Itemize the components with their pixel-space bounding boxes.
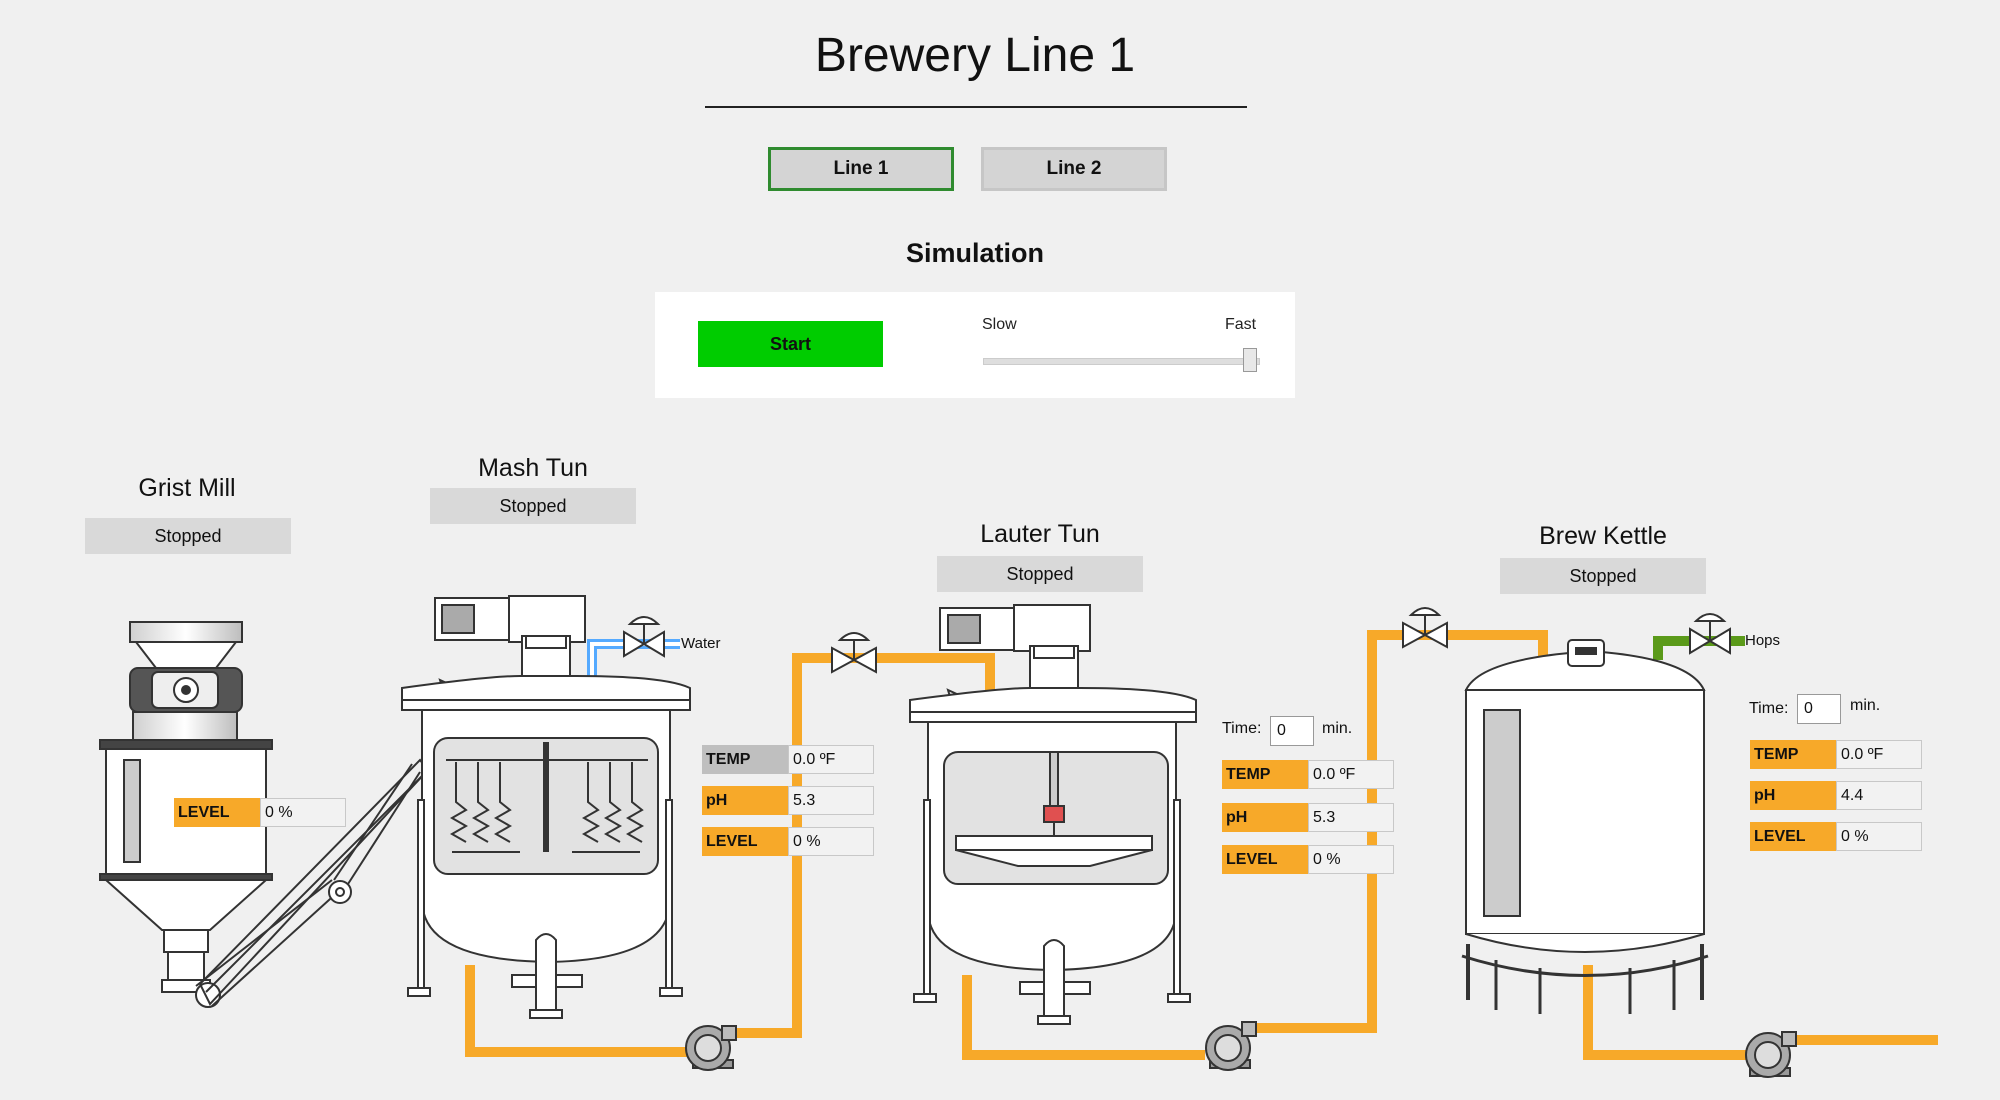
temp-value: 0.0 ºF (1308, 760, 1394, 789)
valve-lauter-kettle (1402, 607, 1448, 649)
speed-slider-thumb[interactable] (1243, 348, 1257, 372)
grist-mill-title: Grist Mill (138, 474, 236, 502)
lauter-tun-status: Stopped (937, 556, 1143, 592)
pipe-pump-to-lauter (730, 653, 995, 1038)
speed-slider-track[interactable] (983, 358, 1260, 365)
pump-1 (685, 1025, 737, 1071)
lauter-tun-graphic (909, 604, 1197, 1025)
ph-label: pH (702, 786, 788, 815)
mash-tun-temp-row: TEMP 0.0 ºF (702, 745, 874, 774)
lauter-time-label: Time: (1222, 720, 1262, 737)
level-label: LEVEL (1222, 845, 1308, 874)
ph-value: 5.3 (788, 786, 874, 815)
lauter-tun-title: Lauter Tun (980, 520, 1100, 548)
grist-mill-status: Stopped (85, 518, 291, 554)
level-value: 0 % (788, 827, 874, 856)
level-value: 0 % (1836, 822, 1922, 851)
valve-water (623, 616, 665, 658)
kettle-time-input[interactable]: 0 (1797, 694, 1841, 724)
hops-label: Hops (1745, 632, 1781, 649)
water-label: Water (681, 635, 721, 652)
pipe-kettle-out (1583, 965, 1750, 1060)
pump-2 (1205, 1021, 1257, 1071)
slider-slow-label: Slow (982, 316, 1017, 333)
lauter-tun-level-row: LEVEL 0 % (1222, 845, 1394, 874)
ph-value: 4.4 (1836, 781, 1922, 810)
brew-kettle-graphic (1461, 639, 1709, 1014)
temp-label: TEMP (1222, 760, 1308, 789)
kettle-time-label: Time: (1749, 700, 1789, 717)
mash-tun-status: Stopped (430, 488, 636, 524)
mash-tun-level-row: LEVEL 0 % (702, 827, 874, 856)
brew-kettle-level-row: LEVEL 0 % (1750, 822, 1922, 851)
temp-label: TEMP (702, 745, 788, 774)
pump-3 (1745, 1031, 1797, 1078)
valve-mash-lauter (831, 632, 877, 674)
title-divider (705, 106, 1247, 108)
temp-value: 0.0 ºF (788, 745, 874, 774)
level-label: LEVEL (174, 798, 260, 827)
tab-line-1[interactable]: Line 1 (768, 147, 954, 191)
valve-hops (1689, 613, 1731, 655)
page-title: Brewery Line 1 (814, 29, 1136, 82)
level-value: 0 % (1308, 845, 1394, 874)
brew-kettle-status: Stopped (1500, 558, 1706, 594)
ph-label: pH (1750, 781, 1836, 810)
lauter-time-unit: min. (1322, 720, 1353, 737)
simulation-title: Simulation (905, 238, 1044, 268)
slider-fast-label: Fast (1225, 316, 1257, 333)
grist-mill-level-row: LEVEL 0 % (174, 798, 346, 827)
mash-tun-title: Mash Tun (478, 454, 588, 482)
tab-line-2[interactable]: Line 2 (981, 147, 1167, 191)
temp-value: 0.0 ºF (1836, 740, 1922, 769)
ph-label: pH (1222, 803, 1308, 832)
level-value: 0 % (260, 798, 346, 827)
temp-label: TEMP (1750, 740, 1836, 769)
brew-kettle-ph-row: pH 4.4 (1750, 781, 1922, 810)
pipe-lauter-to-pump (962, 975, 1205, 1060)
brew-kettle-title: Brew Kettle (1539, 522, 1667, 550)
pipe-mash-to-pump (465, 965, 690, 1057)
lauter-tun-ph-row: pH 5.3 (1222, 803, 1394, 832)
lauter-time-input[interactable]: 0 (1270, 716, 1314, 746)
start-button[interactable]: Start (698, 321, 883, 367)
level-label: LEVEL (702, 827, 788, 856)
level-label: LEVEL (1750, 822, 1836, 851)
pipe-pump-to-kettle (1250, 630, 1548, 1033)
ph-value: 5.3 (1308, 803, 1394, 832)
grist-mill-graphic (99, 621, 431, 1008)
mash-tun-ph-row: pH 5.3 (702, 786, 874, 815)
brew-kettle-temp-row: TEMP 0.0 ºF (1750, 740, 1922, 769)
lauter-tun-temp-row: TEMP 0.0 ºF (1222, 760, 1394, 789)
mash-tun-graphic (401, 595, 691, 1019)
kettle-time-unit: min. (1850, 697, 1881, 714)
